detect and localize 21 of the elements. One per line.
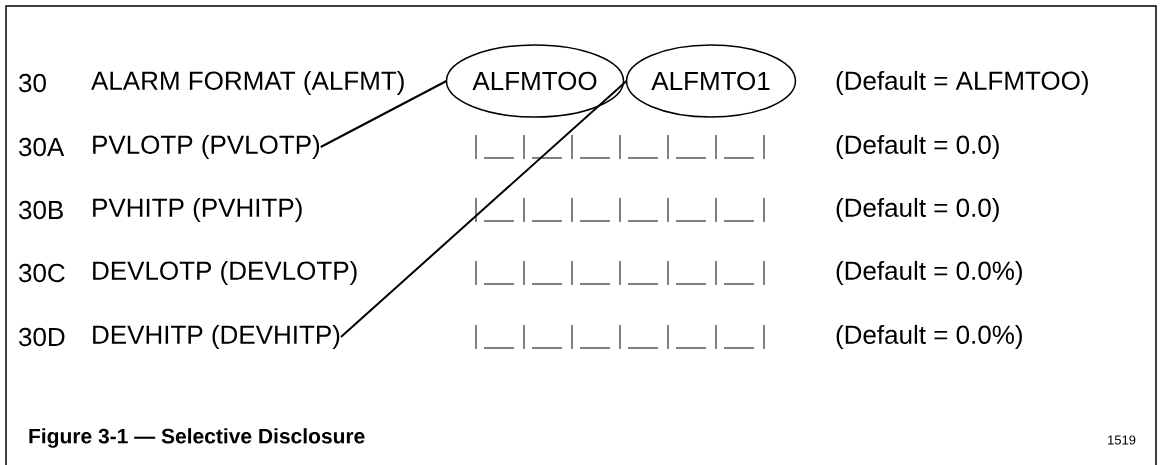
leader-line (339, 80, 628, 338)
oval: ALFMTOO (445, 44, 625, 118)
leader-line (319, 80, 448, 148)
parameter-name: PVLOTP (PVLOTP) (93, 134, 320, 160)
parameter-name: PVHITP (PVHITP) (93, 197, 302, 223)
parameter-name: DEVHITP (DEVHITP) (93, 324, 340, 350)
caption: Figure 3-1 — Selective Disclosure (29, 428, 365, 448)
row-number: 30D (19, 327, 65, 347)
row-number: 30 (19, 73, 46, 93)
default-value: (Default = ALFMTOO) (836, 70, 1088, 96)
default-value: (Default = 0.0%) (836, 260, 1022, 286)
default-value: (Default = 0.0%) (836, 324, 1022, 350)
default-value: (Default = 0.0) (836, 197, 999, 223)
row-number: 30A (19, 137, 65, 157)
parameter-name: DEVLOTP (DEVLOTP) (93, 260, 357, 286)
oval: ALFMTO1 (625, 44, 797, 118)
row-number: 30C (19, 263, 65, 283)
default-value: (Default = 0.0) (836, 134, 999, 160)
parameter-name: ALARM FORMAT (ALFMT) (91, 70, 404, 96)
figure-number: 1519 (1108, 435, 1136, 445)
row-number: 30B (19, 200, 63, 220)
